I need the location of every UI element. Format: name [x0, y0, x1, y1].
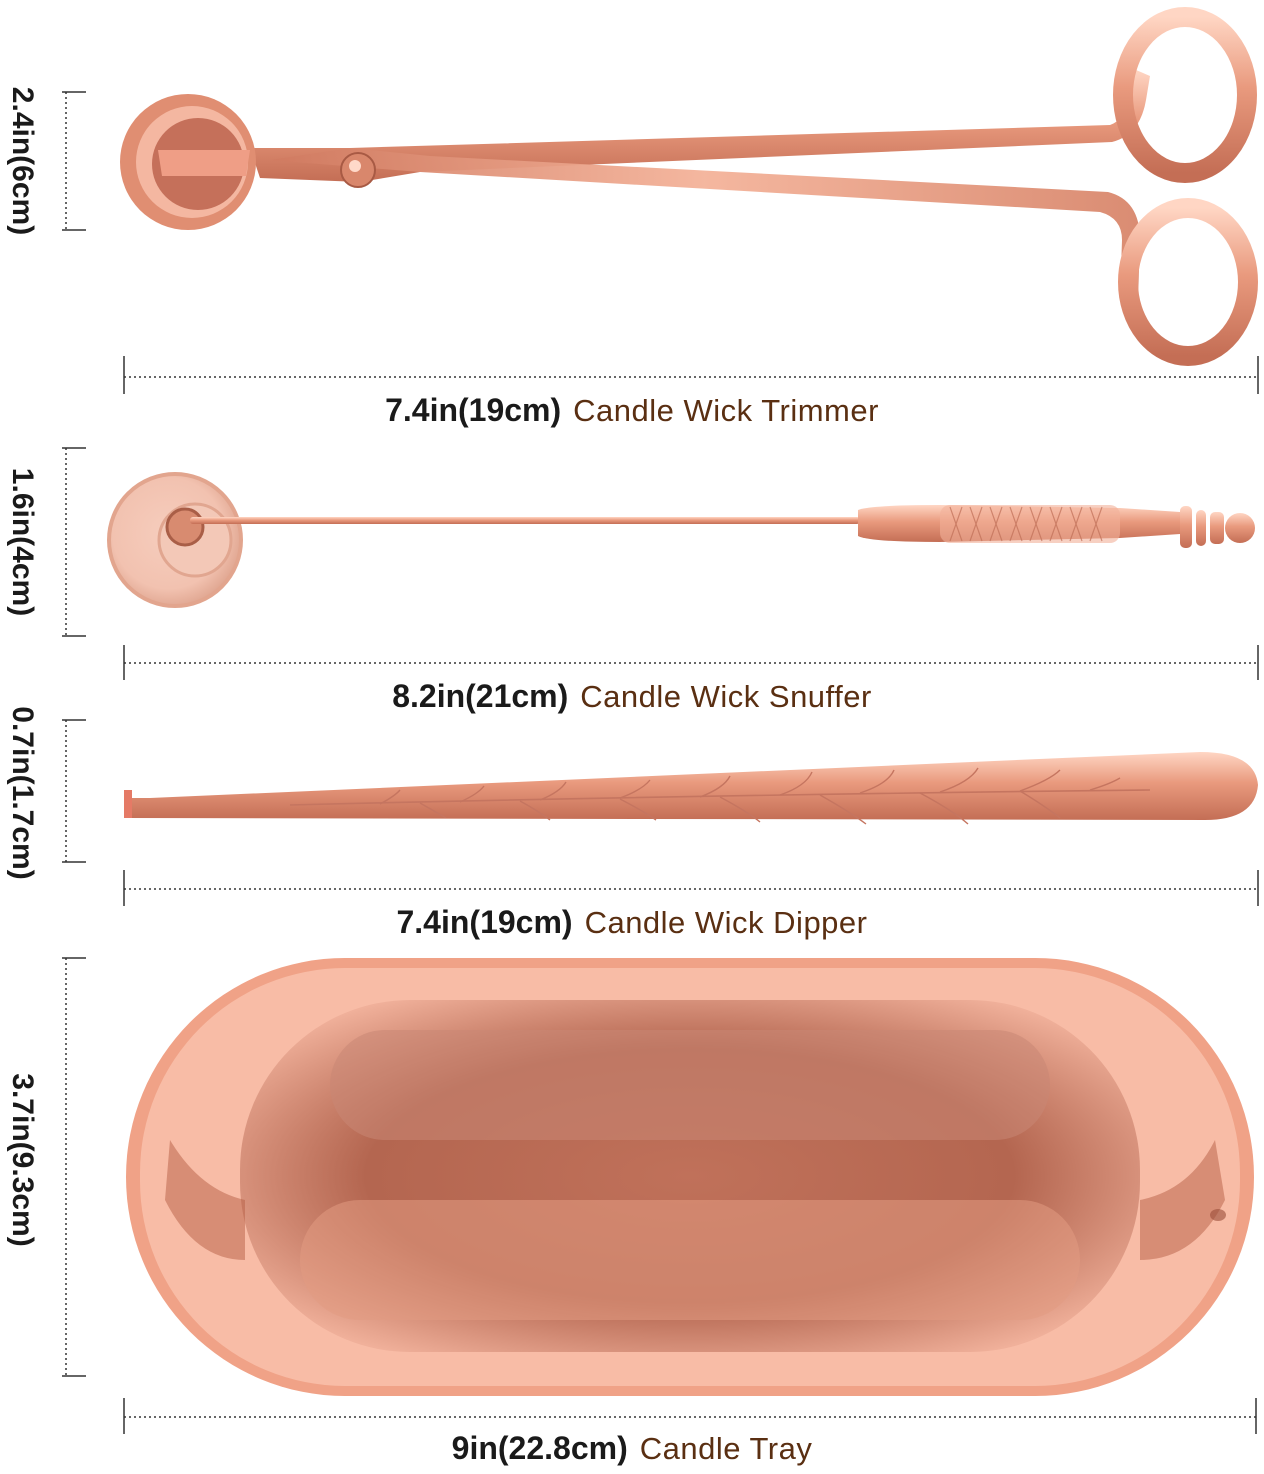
dipper-caption: 7.4in(19cm) Candle Wick Dipper — [0, 902, 1264, 943]
snuffer-length-label: 8.2in(21cm) — [392, 678, 569, 714]
wick-snuffer-image — [107, 472, 1255, 608]
dipper-height-label: 0.7in(1.7cm) — [6, 706, 39, 880]
trimmer-height-label: 2.4in(6cm) — [6, 86, 39, 236]
wick-dipper-image — [124, 752, 1258, 825]
snuffer-name-label: Candle Wick Snuffer — [580, 679, 872, 714]
candle-tray-image — [126, 958, 1254, 1396]
wick-trimmer-image — [120, 7, 1258, 366]
snuffer-height-label: 1.6in(4cm) — [6, 467, 39, 617]
tray-name-label: Candle Tray — [639, 1431, 813, 1466]
trimmer-name-label: Candle Wick Trimmer — [573, 393, 879, 428]
dipper-length-label: 7.4in(19cm) — [396, 904, 573, 940]
dimension-lines — [62, 91, 1259, 1434]
tray-length-label: 9in(22.8cm) — [451, 1430, 628, 1466]
trimmer-caption: 7.4in(19cm) Candle Wick Trimmer — [0, 390, 1264, 431]
snuffer-caption: 8.2in(21cm) Candle Wick Snuffer — [0, 676, 1264, 717]
trimmer-length-label: 7.4in(19cm) — [385, 392, 562, 428]
tray-caption: 9in(22.8cm) Candle Tray — [0, 1428, 1264, 1469]
tray-height-label: 3.7in(9.3cm) — [6, 1073, 39, 1247]
dipper-name-label: Candle Wick Dipper — [584, 905, 868, 940]
